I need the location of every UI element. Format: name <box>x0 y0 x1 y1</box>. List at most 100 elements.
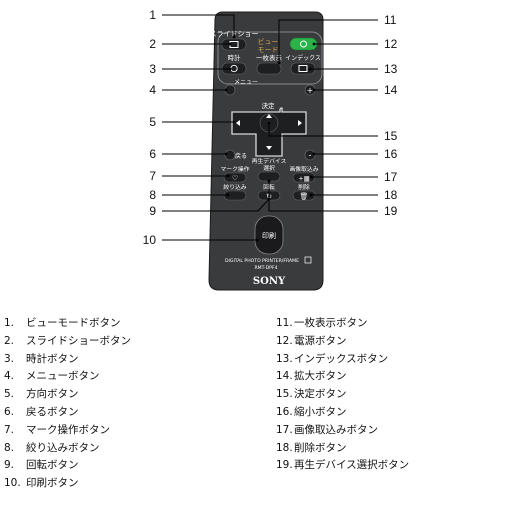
legend-text: 画像取込みボタン <box>294 423 378 436</box>
legend-text: スライドショーボタン <box>26 334 131 347</box>
leader-15 <box>268 123 378 137</box>
leader-dot-1 <box>232 35 236 39</box>
index-icon <box>298 65 308 72</box>
legend-num: 5. <box>4 388 15 401</box>
legend-text: 拡大ボタン <box>294 370 347 383</box>
legend-item-5: 5. 方向ボタン <box>4 386 131 404</box>
callout-7: 7 <box>149 169 156 183</box>
back-button[interactable] <box>224 149 236 161</box>
leader-11 <box>278 19 378 63</box>
brand-logo: SONY <box>253 276 286 287</box>
legend-num: 19. <box>276 459 293 472</box>
legend-item-19: 19.再生デバイス選択ボタン <box>276 457 409 475</box>
callout-8: 8 <box>149 188 156 202</box>
delete-label: 削除 <box>298 183 310 191</box>
callout-10: 10 <box>143 233 157 247</box>
leader-9 <box>162 198 270 212</box>
legend-text: 戻るボタン <box>26 405 79 418</box>
leader-dot-6 <box>224 152 228 156</box>
callout-2: 2 <box>149 37 156 51</box>
import-label: 画像取込み <box>290 165 319 173</box>
clock-label: 時計 <box>228 53 242 62</box>
legend-num: 6. <box>4 405 15 418</box>
down-arrow-icon <box>266 146 272 150</box>
top-cluster-outline <box>217 31 323 85</box>
mark-label: マーク操作 <box>221 165 250 173</box>
leader-dot-3 <box>228 67 232 71</box>
legend-text: 方向ボタン <box>26 388 79 401</box>
legend-text: 回転ボタン <box>26 459 79 472</box>
callout-15: 15 <box>384 129 398 143</box>
leader-dot-13 <box>308 67 312 71</box>
print-label: 印刷 <box>262 232 276 240</box>
leader-dot-7 <box>226 174 230 178</box>
legend-item-6: 6. 戻るボタン <box>4 404 131 422</box>
callout-17: 17 <box>384 170 398 184</box>
leader-dot-2 <box>228 42 232 46</box>
callout-13: 13 <box>384 62 398 76</box>
callout-6: 6 <box>149 147 156 161</box>
legend-text: 電源ボタン <box>294 334 347 347</box>
model-line-2: RMT-DPF4 <box>254 265 277 271</box>
zoom-in-icon: + <box>307 86 314 95</box>
legend-text: ビューモードボタン <box>26 317 121 329</box>
legend-num: 16. <box>276 405 293 418</box>
leader-dot-17 <box>309 175 313 179</box>
callout-19: 19 <box>384 204 398 218</box>
ir-mark <box>304 256 312 264</box>
legend-item-11: 11.一枚表示ボタン <box>276 315 409 333</box>
legend-item-2: 2.スライドショーボタン <box>4 333 131 351</box>
leader-dot-18 <box>309 193 313 197</box>
legend-text: 印刷ボタン <box>26 477 79 490</box>
legend-item-13: 13.インデックスボタン <box>276 351 409 369</box>
legend-item-12: 12.電源ボタン <box>276 333 409 351</box>
legend-num: 4. <box>4 370 15 383</box>
legend-num: 9. <box>4 459 15 472</box>
view-mode-label-2: モード <box>258 46 279 54</box>
legend-num: 1. <box>4 317 15 329</box>
callout-5: 5 <box>149 115 156 129</box>
zoom-out-icon: - <box>309 151 312 160</box>
left-arrow-icon <box>236 120 240 126</box>
index-label: インデックス <box>285 54 321 62</box>
leader-dot-16 <box>312 152 316 156</box>
callout-16: 16 <box>384 147 398 161</box>
legend-text: 縮小ボタン <box>294 405 347 418</box>
leader-dot-9 <box>267 197 271 201</box>
legend-item-1: 1. ビューモードボタン <box>4 315 131 333</box>
callout-3: 3 <box>149 62 156 76</box>
back-label: 戻る <box>235 152 247 160</box>
legend-num: 13. <box>276 352 293 365</box>
leader-dot-12 <box>312 42 316 46</box>
callout-18: 18 <box>384 188 398 202</box>
power-icon <box>300 40 307 48</box>
enter-label: 決定 <box>262 101 276 110</box>
leader-dot-11 <box>277 61 281 65</box>
leader-lines <box>162 14 378 241</box>
legend-text: マーク操作ボタン <box>26 423 110 436</box>
legend-item-15: 15.決定ボタン <box>276 386 409 404</box>
legend-text: 時計ボタン <box>26 352 79 365</box>
leader-dots <box>224 35 316 242</box>
callout-14: 14 <box>384 83 398 97</box>
heart-icon: ♡ <box>232 175 238 183</box>
import-icon: +▦ <box>298 175 310 183</box>
zoom-out-button[interactable] <box>304 149 316 161</box>
filter-label: 絞り込み <box>223 183 246 191</box>
legend-text: インデックスボタン <box>294 352 389 365</box>
legend-text: 再生デバイス選択ボタン <box>294 459 410 472</box>
legend-item-9: 9. 回転ボタン <box>4 457 131 475</box>
mark-button[interactable] <box>223 172 247 183</box>
device-select-label-2: 選択 <box>263 164 275 172</box>
callout-1: 1 <box>149 8 156 22</box>
remote-diagram: スライドショー ビュー モード 時計 一枚表示 インデックス メニュー + 決定… <box>143 8 398 291</box>
legend-item-3: 3.時計ボタン <box>4 351 131 369</box>
leader-dot-15 <box>267 121 271 125</box>
legend-item-17: 17.画像取込みボタン <box>276 422 409 440</box>
print-button[interactable] <box>254 215 284 255</box>
callout-numbers: 1 2 3 4 5 6 7 8 9 10 11 12 13 14 15 16 1… <box>143 8 398 247</box>
single-view-button[interactable] <box>256 62 282 75</box>
leader-19 <box>268 181 378 212</box>
callout-9: 9 <box>149 204 156 218</box>
view-mode-label-1: ビュー <box>258 37 279 46</box>
